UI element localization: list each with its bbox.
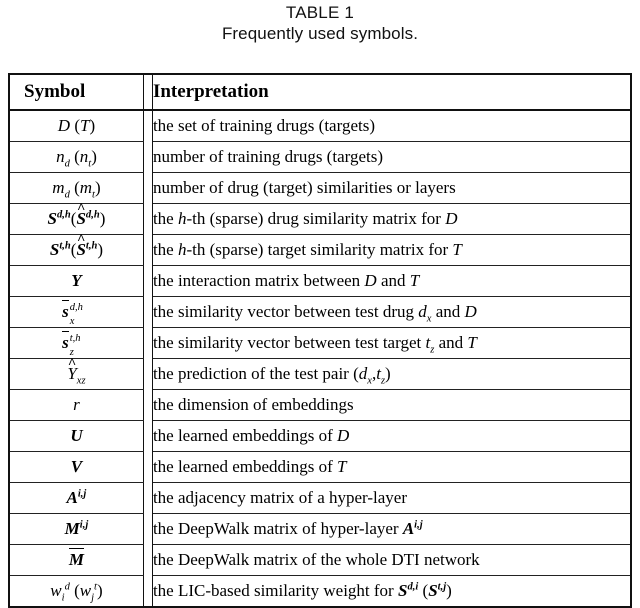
interpretation-cell: the dimension of embeddings [152, 389, 631, 421]
column-divider [142, 296, 153, 328]
symbol-cell: Y [9, 265, 144, 297]
table-row: Sd,h(Sd,h) the h-th (sparse) drug simila… [9, 203, 631, 235]
symbol-cell: md (mt) [9, 172, 144, 204]
column-divider [142, 544, 153, 576]
column-divider [142, 451, 153, 483]
symbol-cell: D (T) [9, 111, 144, 142]
symbol-cell: r [9, 389, 144, 421]
table-header-row: Symbol Interpretation [9, 74, 631, 110]
column-divider [142, 513, 153, 545]
table-row: wid (wjt) the LIC-based similarity weigh… [9, 575, 631, 607]
interpretation-cell: the h-th (sparse) target similarity matr… [152, 234, 631, 266]
table-row: Y the interaction matrix between D and T [9, 265, 631, 297]
interpretation-cell: the similarity vector between test targe… [152, 327, 631, 359]
column-header-interpretation: Interpretation [152, 81, 269, 102]
symbol-cell: Ai,j [9, 482, 144, 514]
symbol-cell: wid (wjt) [50, 581, 103, 604]
table-row: nd (nt) number of training drugs (target… [9, 141, 631, 173]
symbol-cell: V [9, 451, 144, 483]
symbol-cell: nd (nt) [9, 141, 144, 173]
symbol-cell: Yxz [9, 358, 144, 390]
symbol-cell: M [9, 544, 144, 576]
interpretation-cell: the set of training drugs (targets) [152, 111, 631, 142]
table-number: TABLE 1 [285, 3, 355, 22]
symbols-table: Symbol Interpretation D (T) the set of t… [8, 73, 632, 608]
interpretation-cell: the h-th (sparse) drug similarity matrix… [152, 203, 631, 235]
table-row: V the learned embeddings of T [9, 451, 631, 483]
interpretation-cell: the DeepWalk matrix of hyper-layer Ai,j [152, 513, 631, 545]
table-row: U the learned embeddings of D [9, 420, 631, 452]
table-row: M the DeepWalk matrix of the whole DTI n… [9, 544, 631, 576]
column-divider [142, 265, 153, 297]
table-row: md (mt) number of drug (target) similari… [9, 172, 631, 204]
interpretation-cell: the DeepWalk matrix of the whole DTI net… [152, 544, 631, 576]
interpretation-cell: the learned embeddings of T [152, 451, 631, 483]
column-divider [142, 358, 153, 390]
column-divider [142, 74, 153, 110]
column-divider [142, 203, 153, 235]
column-divider [142, 420, 153, 452]
table-row: D (T) the set of training drugs (targets… [9, 111, 631, 142]
column-divider [142, 172, 153, 204]
interpretation-cell: the prediction of the test pair (dx,tz) [152, 358, 631, 390]
column-divider [142, 575, 153, 607]
table-row: Yxz the prediction of the test pair (dx,… [9, 358, 631, 390]
column-divider [142, 111, 153, 142]
interpretation-cell: number of drug (target) similarities or … [152, 172, 631, 204]
column-divider [142, 141, 153, 173]
symbol-cell: St,h(St,h) [9, 234, 144, 266]
table-row: St,h(St,h) the h-th (sparse) target simi… [9, 234, 631, 266]
symbol-cell: U [9, 420, 144, 452]
interpretation-cell: number of training drugs (targets) [152, 141, 631, 173]
column-divider [142, 327, 153, 359]
symbol-cell: Sd,h(Sd,h) [9, 203, 144, 235]
symbol-cell: Mi,j [9, 513, 144, 545]
interpretation-cell: the learned embeddings of D [152, 420, 631, 452]
symbols-table-wrapper: Symbol Interpretation D (T) the set of t… [8, 73, 632, 608]
table-row: Mi,j the DeepWalk matrix of hyper-layer … [9, 513, 631, 545]
column-divider [142, 234, 153, 266]
table-row: Ai,j the adjacency matrix of a hyper-lay… [9, 482, 631, 514]
interpretation-cell: the similarity vector between test drug … [152, 296, 631, 328]
column-header-symbol: Symbol [24, 81, 86, 102]
table-caption: TABLE 1 Frequently used symbols. [0, 0, 640, 45]
table-row: r the dimension of embeddings [9, 389, 631, 421]
table-title: Frequently used symbols. [221, 24, 419, 43]
interpretation-cell: the adjacency matrix of a hyper-layer [152, 482, 631, 514]
interpretation-cell: the LIC-based similarity weight for Sd,i… [152, 581, 452, 600]
interpretation-cell: the interaction matrix between D and T [152, 265, 631, 297]
column-divider [142, 482, 153, 514]
column-divider [142, 389, 153, 421]
